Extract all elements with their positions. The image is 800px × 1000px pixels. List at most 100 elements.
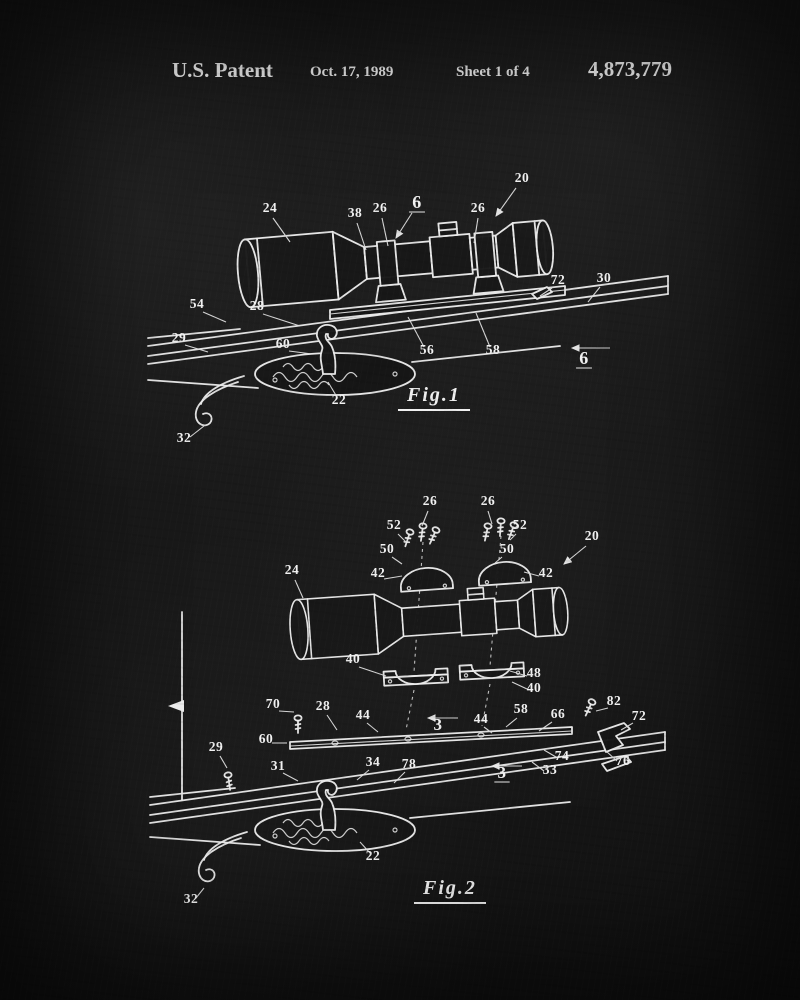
leader-line	[620, 722, 634, 731]
leader-line	[587, 286, 601, 303]
patent-number: 4,873,779	[588, 57, 672, 81]
bracket-screw-82	[581, 697, 598, 719]
section-arrowhead	[168, 700, 184, 712]
ref-numeral: 72	[551, 272, 566, 287]
ref-numeral: 31	[271, 758, 286, 773]
ring-screw	[495, 517, 506, 538]
ref-numeral: 54	[190, 296, 205, 311]
leader-line	[219, 755, 228, 769]
ref-numeral: 60	[259, 731, 274, 746]
ref-numeral: 56	[420, 342, 435, 357]
ring-screw	[425, 525, 442, 547]
ref-numeral: 26	[471, 200, 486, 215]
ring-bottom-rear	[458, 661, 526, 681]
leader-line	[511, 681, 528, 690]
ref-numeral: 26	[423, 493, 438, 508]
ref-numeral: 6	[579, 348, 589, 368]
fig2-rifle	[149, 731, 666, 846]
leader-line	[539, 287, 553, 297]
ref-numeral: 72	[632, 708, 647, 723]
leader-line	[366, 722, 379, 733]
leader-line	[595, 707, 609, 712]
ref-numeral: 32	[184, 891, 199, 906]
leader-line	[288, 350, 313, 355]
ref-numeral: 78	[402, 756, 417, 771]
ref-numeral: 28	[316, 698, 331, 713]
ref-numeral: 44	[474, 711, 489, 726]
ref-numeral: 34	[366, 754, 381, 769]
ref-numeral: 42	[539, 565, 554, 580]
leader-line	[393, 771, 406, 784]
rear-clamp-72	[531, 286, 553, 300]
ring-screw	[480, 521, 493, 543]
ref-numeral: 6	[412, 192, 422, 212]
ref-numeral: 22	[366, 848, 381, 863]
patent-title: U.S. Patent	[172, 58, 273, 82]
ref-numeral: 50	[380, 541, 395, 556]
ring-top-rear	[476, 559, 532, 587]
leader-line	[391, 556, 403, 565]
ref-numeral: 42	[371, 565, 386, 580]
ring-top-front	[398, 565, 454, 593]
patent-sheet: Sheet 1 of 4	[456, 64, 530, 80]
ref-numeral: 3	[498, 763, 507, 782]
leader-line	[326, 714, 338, 731]
leader-line	[483, 726, 493, 734]
leader-line	[475, 312, 491, 348]
ref-numeral: 20	[585, 528, 600, 543]
leader-line	[505, 717, 518, 728]
leader-line	[509, 670, 528, 677]
ref-numeral: 20	[515, 170, 530, 185]
leader-line	[282, 772, 299, 782]
leader-line	[278, 710, 295, 713]
leader-line	[195, 887, 205, 899]
fig2-caption: Fig.2	[414, 877, 486, 904]
ref-numeral: 29	[209, 739, 224, 754]
fig1-caption: Fig.1	[398, 384, 470, 411]
ref-numeral: 44	[356, 707, 371, 722]
ref-numeral: 24	[285, 562, 300, 577]
ref-numeral: 32	[177, 430, 192, 445]
trigger-scroll-2	[197, 831, 248, 883]
leader-line	[531, 761, 545, 772]
leader-line	[407, 316, 425, 348]
ref-numeral: 29	[172, 330, 187, 345]
leader-line	[397, 533, 407, 543]
ref-numeral: 3	[434, 715, 443, 734]
patent-date: Oct. 17, 1989	[310, 64, 394, 80]
leader-line	[563, 545, 587, 565]
ref-numeral: 50	[500, 541, 515, 556]
rear-plate-76	[601, 755, 632, 772]
ref-numeral: 58	[514, 701, 529, 716]
ref-numeral: 30	[597, 270, 612, 285]
ref-numeral: 24	[263, 200, 278, 215]
leader-line	[495, 187, 517, 217]
ring-bottom-front	[382, 667, 450, 687]
leader-line	[294, 579, 304, 599]
ref-numeral: 52	[513, 517, 528, 532]
leader-line	[494, 556, 503, 564]
leader-line	[184, 344, 209, 353]
ref-numeral: 76	[616, 753, 631, 768]
rear-bracket-72	[597, 722, 631, 753]
leader-line	[359, 841, 371, 854]
leader-line	[487, 510, 493, 525]
ref-numeral: 82	[607, 693, 622, 708]
ref-numeral: 26	[373, 200, 388, 215]
leader-line	[395, 212, 413, 239]
ref-numeral: 28	[250, 298, 265, 313]
leader-line	[272, 217, 291, 243]
ring-screw	[401, 527, 416, 549]
leader-line	[356, 222, 367, 251]
leader-line	[421, 510, 429, 527]
leader-line	[383, 575, 403, 580]
leader-line	[356, 769, 370, 781]
leader-line	[523, 571, 540, 577]
leader-line	[473, 217, 479, 244]
ref-numeral: 38	[348, 205, 363, 220]
leader-line	[381, 217, 389, 247]
ref-numeral: 66	[551, 706, 566, 721]
